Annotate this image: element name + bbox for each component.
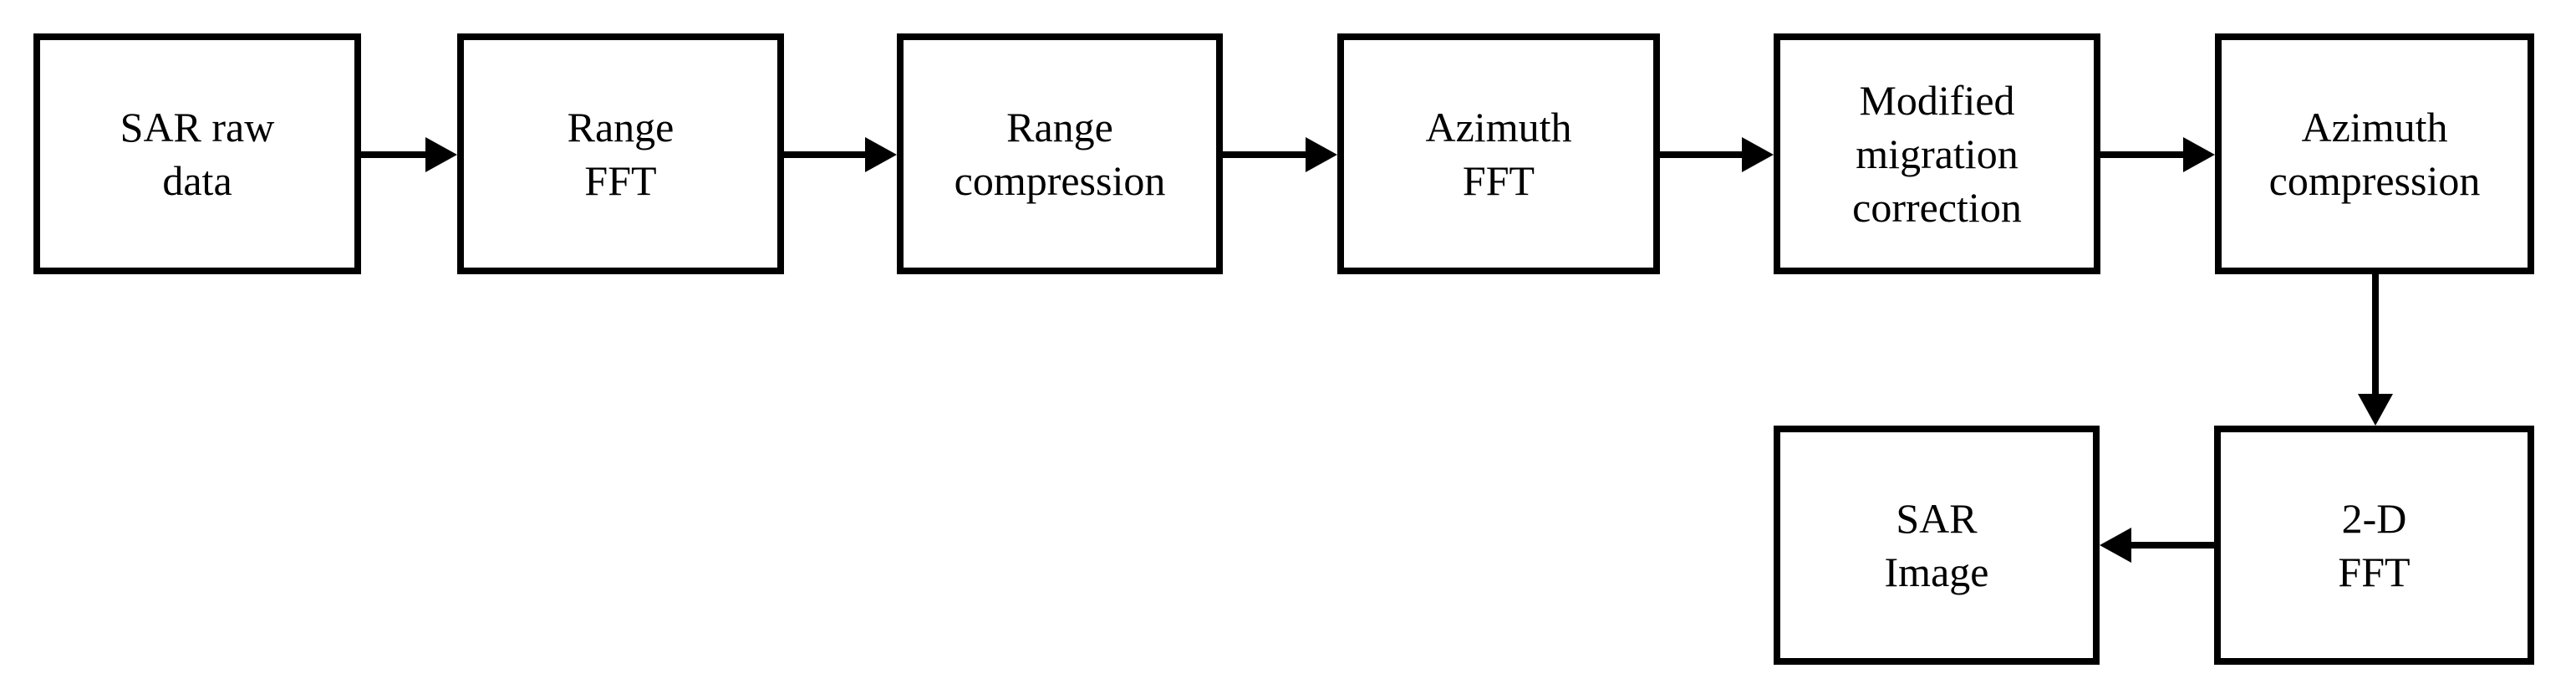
arrow-azimuth-fft-to-modified-migration-correction-icon [1660, 137, 1774, 172]
arrow-range-fft-to-range-compression-icon [784, 137, 897, 172]
node-sar-image: SAR Image [1774, 426, 2100, 665]
arrow-shaft [1660, 151, 1745, 158]
node-label-line: SAR [1896, 495, 1978, 542]
node-modified-migration-correction: Modified migration correction [1774, 33, 2100, 274]
node-azimuth-compression: Azimuth compression [2215, 33, 2534, 274]
arrow-head-icon [2183, 137, 2215, 172]
arrow-range-compression-to-azimuth-fft-icon [1223, 137, 1337, 172]
node-label-line: Range [567, 104, 675, 151]
arrow-shaft [2100, 151, 2187, 158]
node-label-line: FFT [1462, 157, 1535, 204]
node-label-line: Range [1006, 104, 1113, 151]
node-range-compression: Range compression [897, 33, 1223, 274]
arrow-shaft [2372, 274, 2379, 397]
node-label-line: compression [954, 157, 1166, 204]
node-two-d-fft: 2-D FFT [2214, 426, 2534, 665]
arrow-head-icon [2358, 394, 2393, 426]
node-label-line: FFT [2338, 549, 2411, 595]
arrow-shaft [2128, 542, 2214, 549]
node-label-line: Image [1884, 549, 1989, 595]
node-sar-raw-data: SAR raw data [33, 33, 361, 274]
node-azimuth-fft: Azimuth FFT [1337, 33, 1660, 274]
arrow-sar-raw-data-to-range-fft-icon [361, 137, 457, 172]
arrow-modified-migration-correction-to-azimuth-compression-icon [2100, 137, 2215, 172]
arrow-shaft [361, 151, 429, 158]
arrow-head-icon [1306, 137, 1337, 172]
node-range-fft: Range FFT [457, 33, 784, 274]
arrow-azimuth-compression-to-two-d-fft-icon [2358, 274, 2393, 426]
arrow-head-icon [425, 137, 457, 172]
arrow-head-icon [865, 137, 897, 172]
node-label-line: 2-D [2341, 495, 2407, 542]
arrow-shaft [784, 151, 868, 158]
node-label-line: migration [1856, 130, 2019, 177]
node-label-line: Modified [1859, 77, 2015, 124]
arrow-shaft [1223, 151, 1309, 158]
node-label-line: FFT [584, 157, 657, 204]
node-label-line: Azimuth [2301, 104, 2448, 151]
node-label-line: Azimuth [1425, 104, 1572, 151]
node-label-line: compression [2268, 157, 2481, 204]
arrow-two-d-fft-to-sar-image-icon [2100, 528, 2214, 563]
arrow-head-icon [1742, 137, 1774, 172]
node-label-line: SAR raw [120, 104, 275, 151]
node-label-line: data [162, 157, 232, 204]
node-label-line: correction [1852, 184, 2022, 231]
arrow-head-icon [2100, 528, 2131, 563]
